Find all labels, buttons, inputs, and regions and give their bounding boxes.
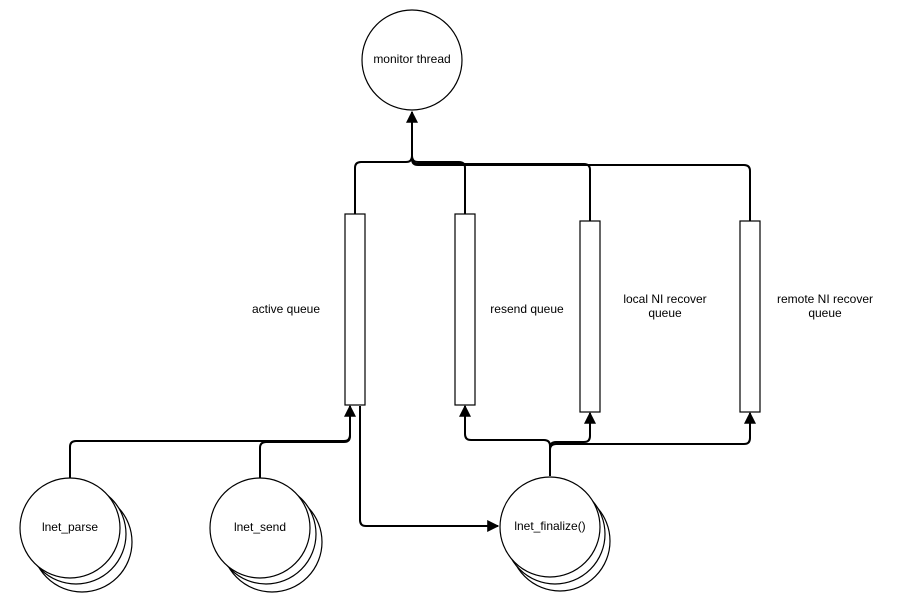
lnet-finalize-node: lnet_finalize() [499,476,611,592]
edge-active-to-finalize [359,406,500,532]
lnet-finalize-circle [499,476,601,578]
edge-active-to-monitor [354,110,418,214]
monitor-thread-label: monitor thread [373,52,450,66]
edge-remote-ni-to-monitor [411,118,751,221]
resend-queue-label: resend queue [490,302,564,316]
lnet-finalize-label: lnet_finalize() [514,519,585,533]
lnet-send-node: lnet_send [209,477,323,593]
monitor-thread-circle [361,9,463,111]
remote-ni-recover-queue-label-line2: queue [808,306,842,320]
edge-local-ni-to-monitor [411,118,591,221]
local-ni-recover-queue-label-line1: local NI recover [623,292,706,306]
lnet-parse-label: lnet_parse [42,520,98,534]
local-ni-recover-queue-node: local NI recover queue [579,220,707,413]
remote-ni-recover-queue-node: remote NI recover queue [739,220,873,413]
edge-send-to-active [259,412,351,478]
edge-finalize-to-resend [459,404,551,476]
lnet-parse-node: lnet_parse [19,477,133,593]
active-queue-bar [344,213,366,406]
active-queue-label: active queue [252,302,320,316]
resend-queue-node: resend queue [454,213,564,406]
remote-ni-recover-queue-bar [739,220,761,413]
lnet-parse-circle [19,477,121,579]
local-ni-recover-queue-label-line2: queue [648,306,682,320]
local-ni-recover-queue-bar [579,220,601,413]
lnet-send-circle [209,477,311,579]
resend-queue-bar [454,213,476,406]
lnet-send-label: lnet_send [234,520,286,534]
remote-ni-recover-queue-label-line1: remote NI recover [777,292,873,306]
edge-finalize-to-remote-ni [549,411,756,476]
monitor-thread-node: monitor thread [361,9,463,111]
edges [69,110,756,532]
active-queue-node: active queue [252,213,366,406]
